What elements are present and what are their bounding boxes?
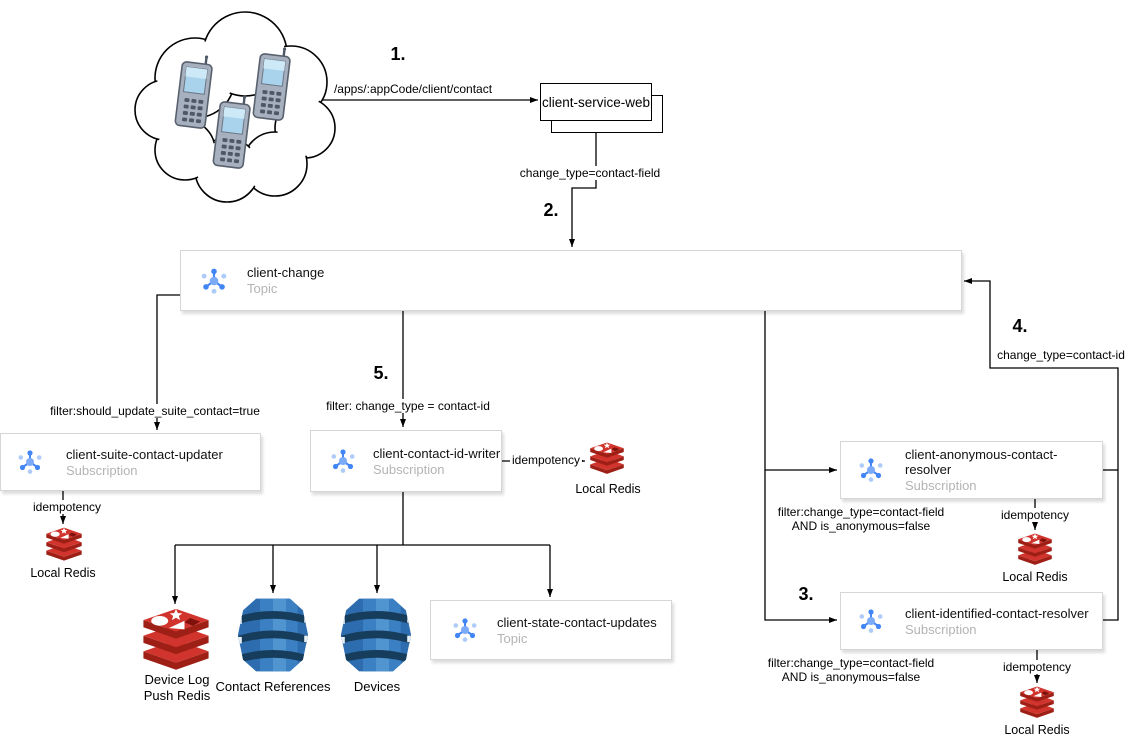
redis-icon bbox=[139, 606, 213, 674]
subscription-type: Subscription bbox=[66, 462, 138, 478]
edge-label-idempotency: idempotency bbox=[1000, 660, 1074, 674]
edge-label-filter-anonymous-line2: AND is_anonymous=false bbox=[791, 519, 931, 533]
redis-icon bbox=[588, 441, 626, 476]
node-client-suite-contact-updater: client-suite-contact-updater Subscriptio… bbox=[0, 433, 261, 491]
local-redis-label: Local Redis bbox=[1002, 570, 1068, 584]
topic-type: Topic bbox=[497, 630, 528, 646]
subscription-name: client-contact-id-writer bbox=[373, 445, 501, 461]
devices-label: Devices bbox=[353, 679, 401, 694]
client-service-web-box: client-service-web bbox=[540, 83, 652, 121]
dynamodb-icon bbox=[337, 596, 415, 674]
step-5-label: 5. bbox=[373, 363, 389, 383]
redis-icon bbox=[44, 526, 84, 563]
pubsub-subscription-icon bbox=[16, 448, 44, 476]
device-log-push-redis-label-line2: Push Redis bbox=[143, 688, 211, 703]
edge-label-filter-suite: filter:should_update_suite_contact=true bbox=[48, 404, 262, 418]
step-1-label: 1. bbox=[390, 44, 406, 64]
local-redis-label: Local Redis bbox=[30, 566, 96, 580]
edge-label-api-path: /apps/:appCode/client/contact bbox=[331, 82, 495, 96]
device-log-push-redis-label-line1: Device Log bbox=[144, 672, 210, 687]
node-client-state-contact-updates: client-state-contact-updates Topic bbox=[430, 600, 672, 660]
node-client-change-topic: client-change Topic bbox=[180, 250, 962, 311]
edge-label-change-type-contact-field: change_type=contact-field bbox=[517, 166, 663, 180]
subscription-name: client-suite-contact-updater bbox=[66, 446, 223, 462]
subscription-type: Subscription bbox=[373, 461, 445, 477]
topic-name: client-state-contact-updates bbox=[497, 614, 657, 630]
subscription-type: Subscription bbox=[905, 478, 977, 493]
subscription-name: client-identified-contact-resolver bbox=[905, 605, 1089, 621]
step-4-label: 4. bbox=[1012, 316, 1028, 336]
local-redis-label: Local Redis bbox=[1004, 723, 1070, 737]
contact-references-label: Contact References bbox=[215, 679, 331, 694]
dynamodb-icon bbox=[234, 596, 312, 674]
pubsub-subscription-icon bbox=[857, 607, 885, 635]
edge-label-filter-contact-id: filter: change_type = contact-id bbox=[324, 399, 492, 413]
step-2-label: 2. bbox=[543, 200, 559, 220]
pubsub-topic-icon bbox=[199, 266, 229, 296]
topic-type: Topic bbox=[247, 281, 278, 296]
edge-label-idempotency: idempotency bbox=[998, 508, 1072, 522]
pubsub-topic-icon bbox=[451, 616, 479, 644]
edge-label-filter-identified-line1: filter:change_type=contact-field bbox=[767, 656, 935, 670]
local-redis-label: Local Redis bbox=[575, 482, 641, 496]
subscription-name: client-anonymous-contact-resolver bbox=[905, 447, 1058, 477]
node-client-identified-contact-resolver: client-identified-contact-resolver Subsc… bbox=[840, 592, 1103, 650]
edge-label-change-type-contact-id: change_type=contact-id bbox=[995, 348, 1127, 362]
pubsub-subscription-icon bbox=[329, 447, 357, 475]
topic-name: client-change bbox=[247, 265, 325, 280]
redis-icon bbox=[1016, 532, 1054, 567]
client-service-web-label: client-service-web bbox=[541, 94, 651, 110]
edge-label-idempotency: idempotency bbox=[30, 500, 104, 514]
redis-icon bbox=[1018, 685, 1056, 720]
edge-label-filter-identified-line2: AND is_anonymous=false bbox=[781, 670, 921, 684]
node-client-anonymous-contact-resolver: client-anonymous-contact-resolver Subscr… bbox=[840, 441, 1103, 499]
step-3-label: 3. bbox=[798, 584, 814, 604]
edge-label-filter-anonymous-line1: filter:change_type=contact-field bbox=[777, 505, 945, 519]
node-client-contact-id-writer: client-contact-id-writer Subscription bbox=[310, 430, 502, 492]
subscription-type: Subscription bbox=[905, 621, 977, 637]
edge-label-idempotency: idempotency bbox=[509, 453, 583, 467]
pubsub-subscription-icon bbox=[857, 456, 885, 484]
